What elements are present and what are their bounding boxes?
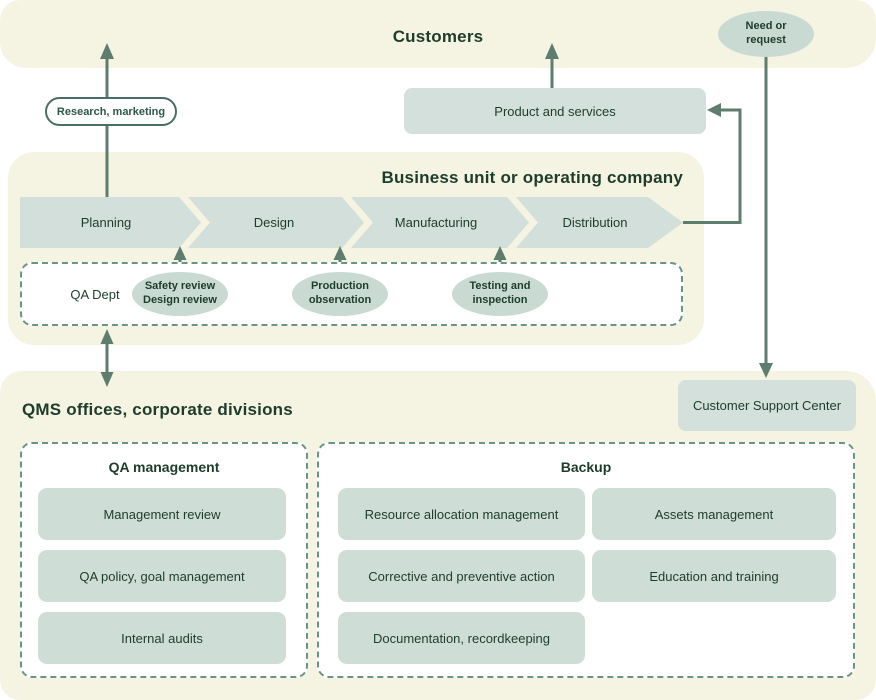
- resource-allocation-item: Resource allocation management: [338, 488, 585, 540]
- process-step-manufacturing: Manufacturing: [394, 215, 478, 230]
- research-marketing-pill: Research, marketing: [45, 97, 177, 126]
- business-unit-title: Business unit or operating company: [381, 168, 683, 187]
- design-review-line: Design review: [143, 294, 217, 306]
- internal-audits-item: Internal audits: [38, 612, 286, 664]
- process-step-design: Design: [253, 215, 295, 230]
- customer-support-center-box: Customer Support Center: [678, 380, 856, 431]
- qa-management-title: QA management: [108, 459, 220, 475]
- backup-title: Backup: [560, 459, 612, 475]
- qa-policy-goal-item: QA policy, goal management: [38, 550, 286, 602]
- documentation-recordkeeping-item: Documentation, recordkeeping: [338, 612, 585, 664]
- corrective-preventive-item: Corrective and preventive action: [338, 550, 585, 602]
- customers-title: Customers: [392, 27, 484, 46]
- arrowhead-left-product: [707, 103, 721, 117]
- product-and-services-box: Product and services: [404, 88, 706, 134]
- production-observation-oval: Production observation: [292, 272, 388, 316]
- need-or-request-oval: Need or request: [718, 11, 814, 57]
- process-step-distribution: Distribution: [562, 215, 628, 230]
- testing-inspection-oval: Testing and inspection: [452, 272, 548, 316]
- testing-line: Testing and: [469, 280, 531, 293]
- education-training-item: Education and training: [592, 550, 836, 602]
- assets-management-item: Assets management: [592, 488, 836, 540]
- qms-offices-title: QMS offices, corporate divisions: [22, 400, 293, 419]
- safety-design-review-oval: Safety review Design review: [132, 272, 228, 316]
- observation-line: observation: [308, 294, 372, 306]
- need-or-request-line1: Need or: [745, 20, 787, 33]
- safety-review-line: Safety review: [144, 280, 216, 293]
- process-step-planning: Planning: [80, 215, 132, 230]
- production-line: Production: [310, 280, 370, 293]
- qa-dept-label: QA Dept: [70, 286, 120, 302]
- management-review-item: Management review: [38, 488, 286, 540]
- need-or-request-line2: request: [746, 34, 786, 46]
- inspection-line: inspection: [472, 294, 528, 306]
